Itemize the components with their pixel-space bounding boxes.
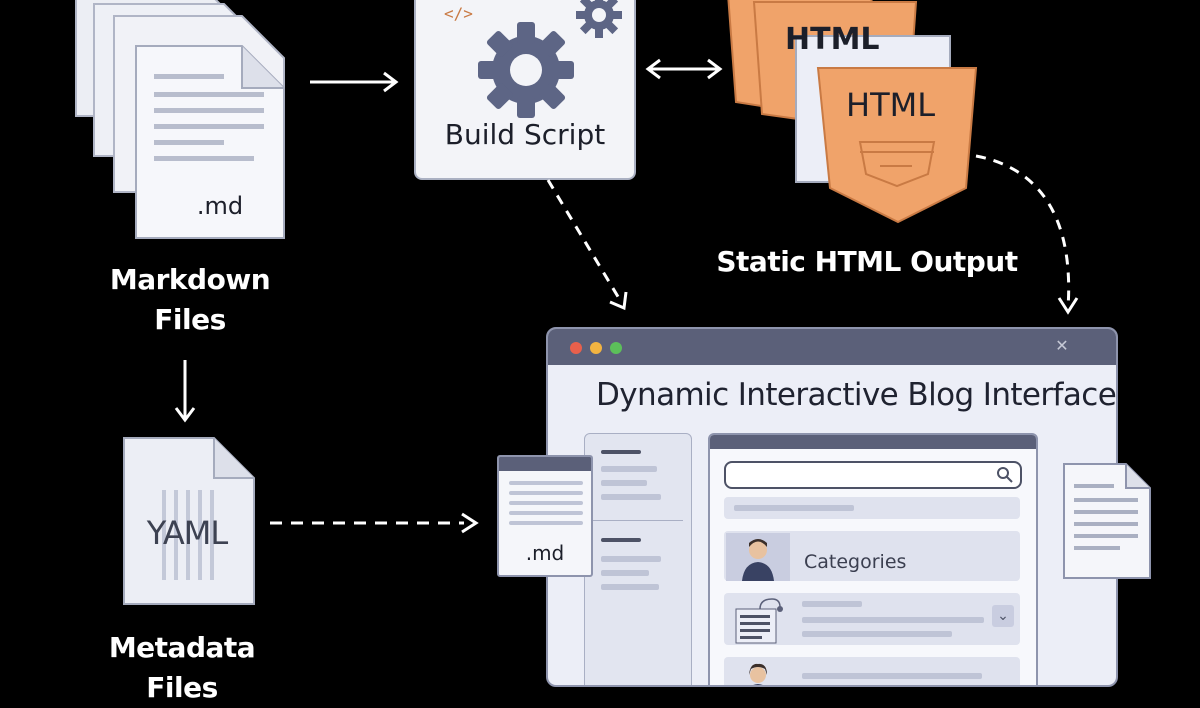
html-back-badge: HTML — [785, 22, 880, 57]
markdown-files-label: Markdown Files — [90, 260, 290, 340]
categories-label: Categories — [804, 551, 907, 573]
tagged-document-icon — [735, 598, 783, 644]
sidebar-line — [601, 494, 661, 500]
md-card: .md — [497, 455, 593, 577]
blog-sidebar — [584, 433, 692, 685]
browser-title-bar — [548, 329, 1116, 365]
gear-icon — [478, 22, 574, 118]
arrow-markdown-to-build — [310, 71, 399, 93]
sidebar-line — [601, 480, 647, 486]
dashed-arrow-html-to-browser — [975, 154, 1079, 315]
search-input[interactable] — [724, 461, 1022, 489]
list-item[interactable]: ⌄ — [724, 593, 1020, 645]
html-front-badge: HTML — [846, 86, 936, 124]
sidebar-divider — [593, 520, 683, 521]
yaml-file-text: YAML — [146, 514, 228, 552]
markdown-file-extension: .md — [196, 192, 244, 220]
md-card-line — [509, 481, 583, 485]
placeholder-line — [802, 617, 984, 623]
arrow-markdown-to-metadata — [174, 360, 196, 423]
metadata-files-label: Metadata Files — [82, 628, 282, 708]
md-card-header — [499, 457, 591, 471]
dashed-arrow-build-to-browser — [546, 179, 628, 311]
search-icon — [997, 467, 1013, 483]
document-icon — [1063, 463, 1151, 579]
sidebar-heading-bar — [601, 450, 641, 454]
window-minimize-dot[interactable] — [590, 342, 602, 354]
md-card-line — [509, 491, 583, 495]
sidebar-line — [601, 556, 661, 562]
yaml-file-icon — [123, 437, 255, 605]
build-script-box: </> Build Scri — [414, 0, 636, 180]
list-item[interactable] — [724, 657, 1020, 685]
chevron-down-icon[interactable]: ⌄ — [992, 605, 1014, 627]
md-card-line — [509, 511, 583, 515]
sidebar-line — [601, 570, 649, 576]
window-maximize-dot[interactable] — [610, 342, 622, 354]
dashed-arrow-metadata-to-md — [270, 512, 479, 534]
browser-page-title: Dynamic Interactive Blog Interface — [596, 377, 1117, 413]
code-glyph: </> — [444, 4, 473, 23]
small-gear-icon — [576, 0, 622, 38]
close-icon[interactable]: ✕ — [1055, 336, 1069, 355]
sidebar-heading-bar — [601, 538, 641, 542]
md-card-line — [509, 501, 583, 505]
markdown-files-stack — [75, 0, 285, 239]
arrow-build-html-bidirectional — [645, 58, 723, 80]
blog-browser-window: ✕ Dynamic Interactive Blog Interface — [546, 327, 1118, 687]
panel-header-bar — [710, 435, 1036, 449]
sidebar-line — [601, 584, 659, 590]
build-script-title: Build Script — [444, 118, 606, 151]
md-card-extension: .md — [525, 541, 565, 565]
categories-item[interactable]: Categories — [724, 531, 1020, 581]
metadata-label-line1: Metadata — [108, 631, 256, 664]
placeholder-line — [802, 601, 862, 607]
metadata-label-line2: Files — [146, 671, 218, 704]
html-output-stack — [727, 0, 978, 224]
blog-content-panel: Categories ⌄ — [708, 433, 1038, 685]
placeholder-line — [734, 505, 854, 511]
avatar — [749, 663, 767, 685]
window-close-dot[interactable] — [570, 342, 582, 354]
sidebar-line — [601, 466, 657, 472]
markdown-label-line2: Files — [154, 303, 226, 336]
markdown-label-line1: Markdown — [109, 263, 271, 296]
placeholder-line — [802, 673, 982, 679]
avatar — [726, 533, 790, 581]
placeholder-line — [802, 631, 952, 637]
list-item[interactable] — [724, 497, 1020, 519]
static-html-output-label: Static HTML Output — [716, 245, 1018, 278]
md-card-line — [509, 521, 583, 525]
